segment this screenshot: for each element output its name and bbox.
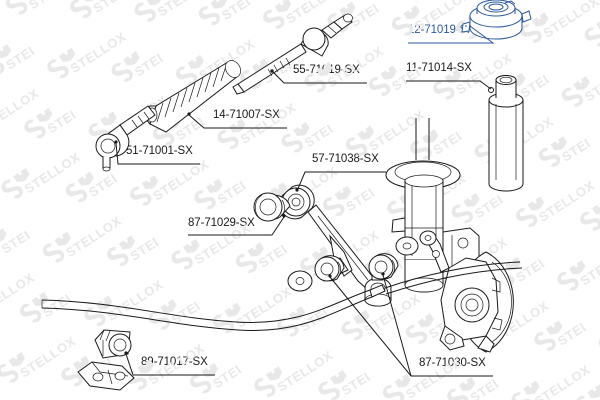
leader-57-71038-sx [296,171,386,192]
leader-12-71019-sx [408,25,495,44]
leader-11-71014-sx [406,80,492,90]
leader-51-71001-sx [115,142,200,165]
leader-89-71017-sx [125,353,215,376]
leader-87-71029-sx [188,216,285,236]
leader-55-71019-sx [271,70,367,84]
leader-14-71007-sx [188,114,287,129]
leader-87-71030-sx-a [329,276,493,377]
leader-87-71030-sx-b [382,274,412,377]
